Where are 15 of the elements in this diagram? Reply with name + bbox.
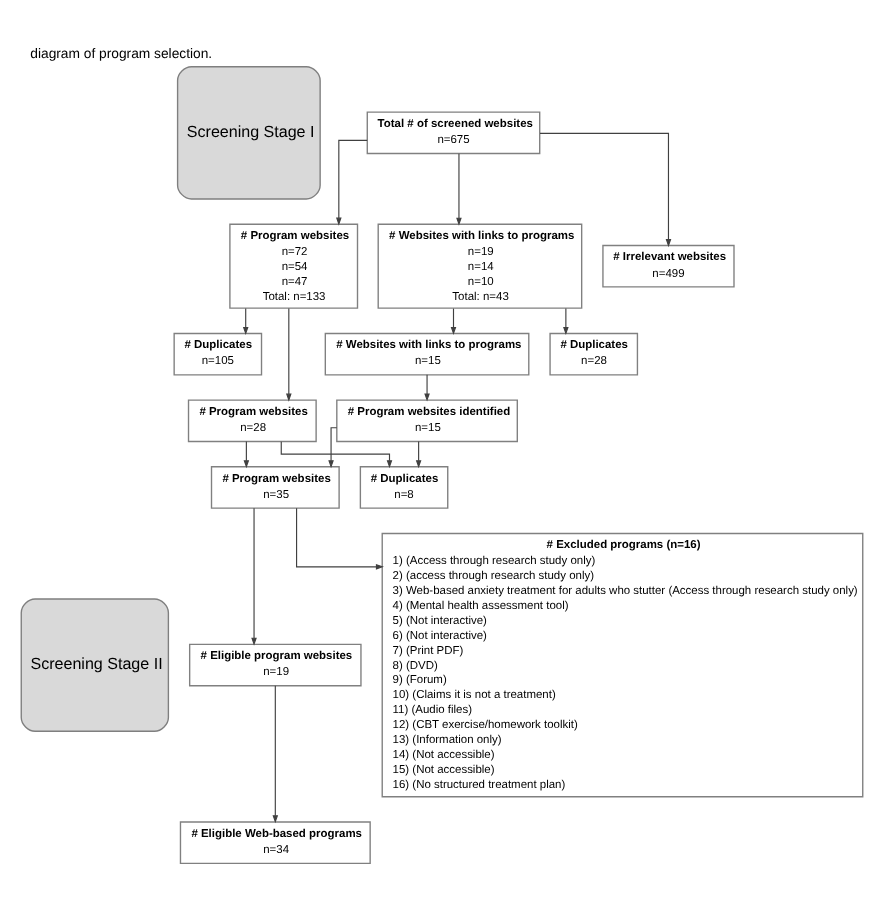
arrow: [272, 685, 279, 824]
arrow: [336, 139, 368, 226]
arrow: [539, 132, 672, 248]
arrow: [280, 441, 393, 469]
arrow: [415, 440, 422, 469]
arrow: [243, 440, 250, 469]
arrow: [424, 374, 430, 402]
arrow: [456, 153, 462, 226]
arrow: [251, 507, 257, 646]
arrow: [328, 427, 338, 469]
arrow: [563, 308, 569, 336]
arrow: [450, 308, 457, 336]
arrow: [286, 307, 292, 402]
arrow: [242, 308, 249, 336]
arrow: [296, 507, 384, 570]
